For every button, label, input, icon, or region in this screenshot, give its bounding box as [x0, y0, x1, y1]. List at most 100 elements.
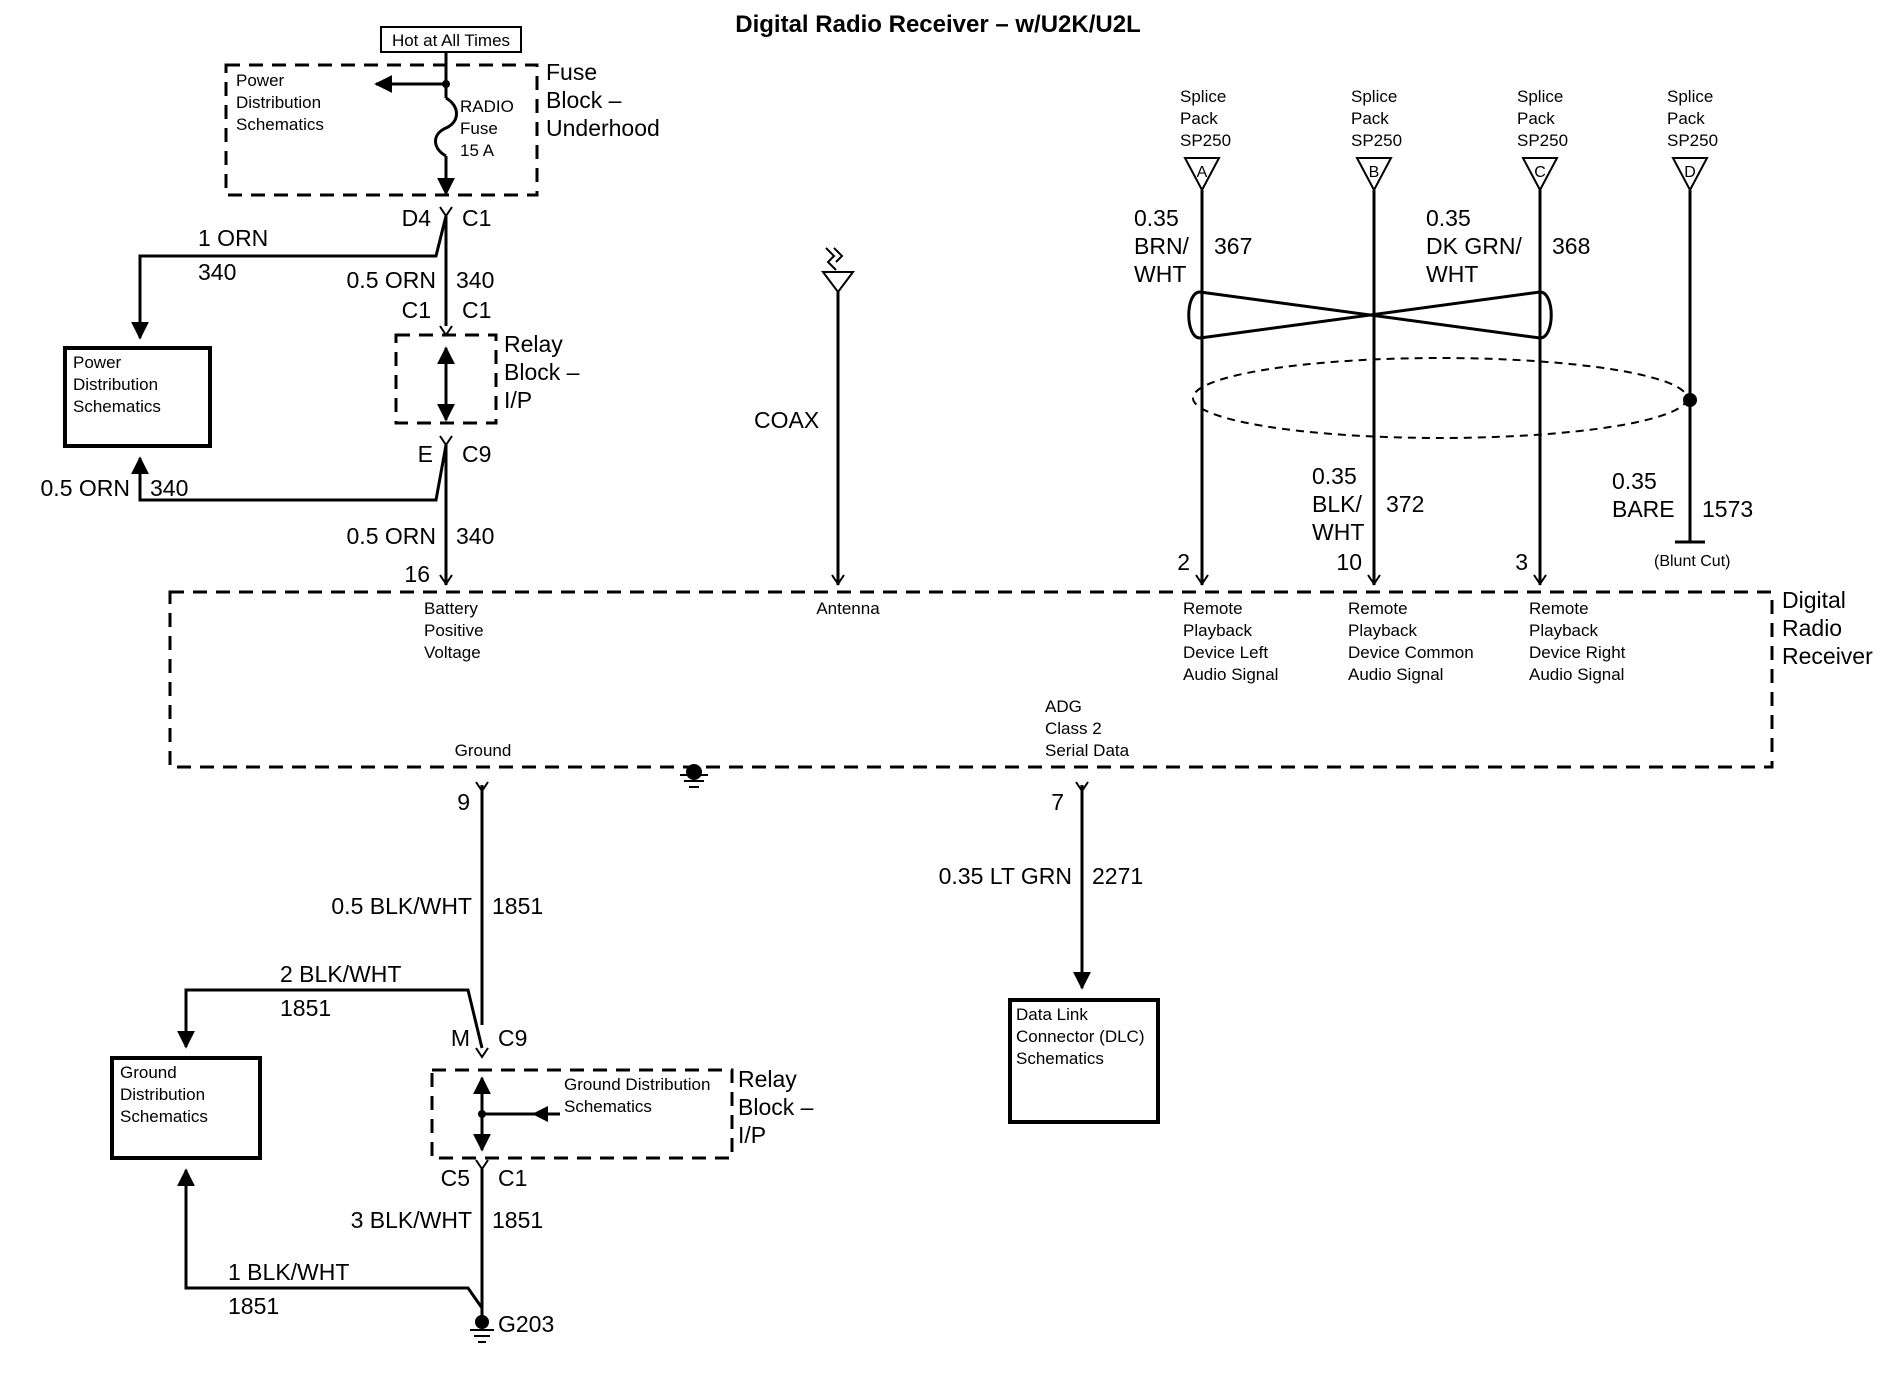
radio-fuse-symbol — [434, 96, 458, 158]
pin-10: 10 — [1336, 549, 1362, 575]
gnd-wire-gauge-a: 0.5 BLK/WHT — [331, 893, 472, 919]
diagram-title: Digital Radio Receiver – w/U2K/U2L — [735, 11, 1140, 38]
wire-1-orn-circuit: 340 — [198, 259, 236, 285]
ground-label: Ground — [455, 741, 512, 760]
gnd-relay-top-conn: C9 — [498, 1025, 527, 1051]
wire-1573-color: BARE — [1612, 496, 1675, 522]
right-audio-label-3: Device Right — [1529, 643, 1626, 662]
wire-1573-circuit: 1573 — [1702, 496, 1753, 522]
wire-1-orn-gauge: 1 ORN — [198, 225, 268, 251]
gnd-wire-circuit-a: 1851 — [492, 893, 543, 919]
gds-box-line1: Ground — [120, 1063, 177, 1082]
receiver-name-line3: Receiver — [1782, 643, 1873, 669]
wire-05-orn-gauge-a: 0.5 ORN — [347, 267, 436, 293]
dlc-box-line1: Data Link — [1016, 1005, 1088, 1024]
data-link-connector-box — [1008, 998, 1160, 1124]
gnd-relay-name-3: I/P — [738, 1122, 766, 1148]
splice-b: Splice Pack SP250 B — [1351, 87, 1402, 193]
svg-text:SP250: SP250 — [1351, 131, 1402, 150]
case-ground-icon — [680, 764, 708, 788]
gds-box-line3: Schematics — [120, 1107, 208, 1126]
common-audio-label-4: Audio Signal — [1348, 665, 1443, 684]
gnd-wire-circuit-d: 1851 — [228, 1293, 279, 1319]
left-audio-label-4: Audio Signal — [1183, 665, 1278, 684]
battery-label-2: Positive — [424, 621, 484, 640]
antenna-label: Antenna — [816, 599, 880, 618]
pds-box-line3: Schematics — [73, 397, 161, 416]
svg-text:C: C — [1534, 164, 1546, 181]
ground-g203-icon — [470, 1315, 494, 1343]
conn-c1-fuse: C1 — [462, 205, 491, 231]
fuse-pds-line2: Distribution — [236, 93, 321, 112]
svg-text:SP250: SP250 — [1517, 131, 1568, 150]
battery-label-1: Battery — [424, 599, 478, 618]
svg-text:A: A — [1197, 164, 1208, 181]
relay-top-name-line3: I/P — [504, 387, 532, 413]
wire-367-circuit: 367 — [1214, 233, 1252, 259]
dlc-wire-gauge: 0.35 LT GRN — [939, 863, 1072, 889]
battery-label-3: Voltage — [424, 643, 481, 662]
pds-box-line2: Distribution — [73, 375, 158, 394]
digital-radio-receiver-outline — [168, 590, 1774, 769]
pin-9: 9 — [457, 789, 470, 815]
gnd-wire-circuit-c: 1851 — [492, 1207, 543, 1233]
pds-box-line1: Power — [73, 353, 122, 372]
gnd-relay-bot-conn: C1 — [498, 1165, 527, 1191]
pin-d4: D4 — [402, 205, 432, 231]
svg-text:Pack: Pack — [1517, 109, 1555, 128]
radio-fuse-line1: RADIO — [460, 97, 514, 116]
left-audio-label-3: Device Left — [1183, 643, 1268, 662]
gnd-relay-inner-2: Schematics — [564, 1097, 652, 1116]
gnd-wire-gauge-b: 2 BLK/WHT — [280, 961, 401, 987]
relay-top-conn: C1 — [462, 297, 491, 323]
adg-label-2: Class 2 — [1045, 719, 1102, 738]
svg-text:Pack: Pack — [1180, 109, 1218, 128]
relay-block-ip-bottom: Ground Distribution Schematics Relay Blo… — [430, 1066, 814, 1160]
svg-text:D: D — [1684, 164, 1696, 181]
common-audio-label-3: Device Common — [1348, 643, 1474, 662]
power-distribution-box — [63, 346, 212, 448]
wire-05-orn-circuit-a: 340 — [456, 267, 494, 293]
fuse-pds-line1: Power — [236, 71, 285, 90]
svg-text:Pack: Pack — [1351, 109, 1389, 128]
radio-fuse-line3: 15 A — [460, 141, 495, 160]
wire-368-gauge: 0.35 — [1426, 205, 1471, 231]
svg-text:SP250: SP250 — [1180, 131, 1231, 150]
hot-at-all-times-box — [380, 26, 522, 53]
dlc-wire-circuit: 2271 — [1092, 863, 1143, 889]
hot-at-all-times-label: Hot at All Times — [392, 31, 510, 50]
gnd-relay-inner-1: Ground Distribution — [564, 1075, 710, 1094]
gnd-wire-circuit-b: 1851 — [280, 995, 331, 1021]
blunt-cut-note: (Blunt Cut) — [1654, 553, 1730, 570]
fuse-block-name-line1: Fuse — [546, 59, 597, 85]
gnd-wire-gauge-d: 1 BLK/WHT — [228, 1259, 349, 1285]
splice-a: Splice Pack SP250 A — [1180, 87, 1231, 193]
wire-367-gauge: 0.35 — [1134, 205, 1179, 231]
adg-label-1: ADG — [1045, 697, 1082, 716]
right-audio-label-4: Audio Signal — [1529, 665, 1624, 684]
svg-text:Splice: Splice — [1517, 87, 1563, 106]
left-audio-label-1: Remote — [1183, 599, 1243, 618]
ground-point-label: G203 — [498, 1311, 554, 1337]
svg-text:Pack: Pack — [1667, 109, 1705, 128]
wire-05-orn-gauge-b: 0.5 ORN — [41, 475, 130, 501]
relay-block-ip-top: Relay Block – I/P — [394, 300, 580, 447]
wire-372-circuit: 372 — [1386, 491, 1424, 517]
gnd-relay-bot-pin: C5 — [441, 1165, 470, 1191]
svg-text:B: B — [1369, 164, 1380, 181]
fuse-block-outline — [224, 63, 539, 197]
receiver-name-line2: Radio — [1782, 615, 1842, 641]
relay-bot-conn-c9: C9 — [462, 441, 491, 467]
wire-368-color-1: DK GRN/ — [1426, 233, 1522, 259]
adg-label-3: Serial Data — [1045, 741, 1130, 760]
svg-text:Splice: Splice — [1180, 87, 1226, 106]
svg-text:Splice: Splice — [1667, 87, 1713, 106]
wire-1573-gauge: 0.35 — [1612, 468, 1657, 494]
wire-367-color-2: WHT — [1134, 261, 1186, 287]
gnd-relay-name-2: Block – — [738, 1094, 814, 1120]
fuse-block-name-line3: Underhood — [546, 115, 660, 141]
pin-2: 2 — [1177, 549, 1190, 575]
wire-05-orn-circuit-c: 340 — [456, 523, 494, 549]
common-audio-label-2: Playback — [1348, 621, 1417, 640]
relay-top-name-line2: Block – — [504, 359, 580, 385]
